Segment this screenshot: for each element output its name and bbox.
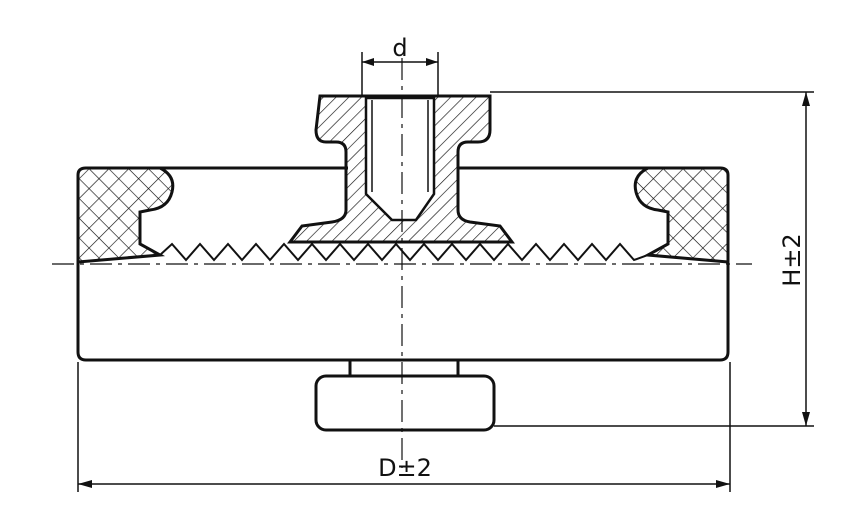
- dim-d-arrow-left: [362, 58, 374, 66]
- dim-h-arrow-bottom: [802, 412, 810, 426]
- dim-d-label: d: [392, 34, 407, 62]
- dim-h-label: H±2: [778, 233, 806, 286]
- zigzag-band: [139, 242, 669, 262]
- dim-D-arrow-right: [716, 480, 730, 488]
- insulator-base: [76, 262, 730, 362]
- left-crosshatch-section: [76, 166, 175, 264]
- dim-h-arrow-top: [802, 92, 810, 106]
- dim-D-label: D±2: [378, 454, 432, 482]
- dim-d-arrow-right: [426, 58, 438, 66]
- right-crosshatch-section: [633, 166, 730, 264]
- bottom-boss: [314, 374, 496, 432]
- threaded-hole: [364, 96, 436, 222]
- dim-D-arrow-left: [78, 480, 92, 488]
